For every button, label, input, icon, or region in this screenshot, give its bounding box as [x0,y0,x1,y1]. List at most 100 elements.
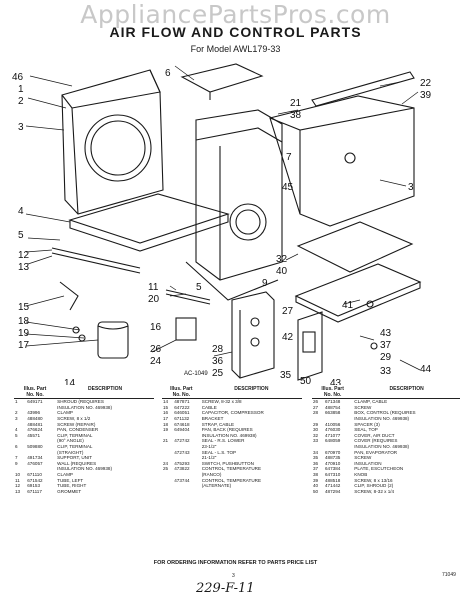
callout-2: 2 [18,96,24,107]
illus-part-cell: 5 [15,432,18,438]
description-cell: SHROUD (REQUIRES INSULATION NO. 469938) [57,399,112,410]
illus-part-cell: 1 [15,399,18,405]
control-box-part [231,291,275,379]
escutcheon-plate-part [297,311,323,381]
description-cell: CLIP, TERMINAL (90° ANGLE) [57,432,93,444]
part-number-cell: 647222 [174,404,190,410]
handwritten-note: 229-F-11 [196,581,255,596]
description-cell: SCREW (REPAIR) [57,421,96,427]
part-number-cell: 674618 [174,421,190,427]
illus-part-cell: 19 [163,427,169,433]
part-number-cell: 43996 [27,410,41,416]
illus-part-cell: 14 [163,399,169,405]
capacitor-part [97,321,129,359]
illus-part-cell: 35 [313,455,319,461]
part-number-cell: 471442 [325,483,341,489]
part-number-cell: 475293 [174,460,190,466]
illus-part-cell [162,478,173,489]
callout-46: 46 [12,72,24,83]
illus-part-cell: 34 [313,449,319,455]
description-cell: COVER, AIR DUCT [354,432,395,438]
callout-10: 9 [262,278,268,289]
callout-33: 33 [380,366,392,377]
callout-3: 3 [18,122,24,133]
document-code: 71049 [442,572,456,578]
callout-20: 20 [148,294,160,305]
callout-27: 26 [150,344,162,355]
part-number-cell: 476057 [27,460,43,466]
description-cell: SPACER (3) [354,421,380,427]
evaporator-pan-part [294,263,422,323]
page-number: 3 [232,573,235,579]
part-number-cell: 472743 [174,449,190,455]
description-cell: PLATE, ESCUTCHEON [354,466,404,472]
callout-11: 11 [148,282,159,293]
illus-part-cell: 40 [313,483,319,489]
description-cell: SCREW [354,404,372,410]
illus-part-cell: 27 [313,404,319,410]
table-row: 16 646051 CAPACITOR, COMPRESSOR [162,410,302,416]
description-cell: CAPACITOR, COMPRESSOR [201,410,264,416]
part-number-cell: 646051 [174,410,190,416]
callout-37: 38 [290,110,302,121]
callout-12: 12 [18,250,30,261]
callout-4: 4 [18,206,24,217]
callout-36: 37 [380,340,392,351]
illus-part-cell [162,450,173,461]
description-cell: WALL (REQUIRES INSULATION NO. 469938) [57,460,112,472]
diagram-code: AC-1049 [184,371,208,377]
illus-part-cell: 10 [15,471,21,477]
illus-part-cell: 16 [163,410,169,416]
part-number-cell: 671110 [27,471,42,477]
part-number-cell: 671542 [27,477,43,483]
illus-part-cell: 11 [15,477,20,483]
description-cell: PAN, CONDENSER [57,427,99,433]
callout-34: 35 [280,370,292,381]
page-title: AIR FLOW AND CONTROL PARTS [109,24,362,40]
illus-part-cell: 12 [15,483,21,489]
part-number-cell: 488754 [325,404,341,410]
table-row: 5 45571 CLIP, TERMINAL (90° ANGLE) [14,433,154,444]
callout-17: 17 [18,340,30,351]
table-header-row: Illus. Part No. No. DESCRIPTION [312,386,460,400]
description-cell: GROMMET [57,488,82,494]
callout-29: 28 [212,344,224,355]
model-subtitle: For Model AWL179-33 [190,44,281,54]
description-cell: SCREW, 8-32 x 3/8 [201,399,242,405]
callout-7: 6 [165,68,171,79]
description-cell: COVER (REQUIRES INSULATION NO. 469938) [354,438,410,449]
callout-14: 14 [64,378,76,385]
part-number-cell: 491734 [27,455,43,461]
description-cell: CONTROL, TEMPERATURE (ALTERNATE) [201,477,262,489]
part-number-cell: 647384 [325,466,341,472]
illus-part-cell: 7 [15,455,18,461]
watermark: AppliancePartsPros.com [80,0,391,29]
illus-part-cell: 15 [163,404,169,410]
part-number-cell: 45571 [27,432,41,438]
part-number-cell: 671132 [174,415,190,421]
illus-part-cell: 50 [313,488,319,494]
illus-part-cell: 24 [163,460,169,466]
callout-18: 18 [18,316,30,327]
part-number-cell: 487294 [325,488,341,494]
illus-part-cell: 13 [15,488,21,494]
description-cell: CONTROL, TEMPERATURE (RANCO) [201,466,262,477]
callout-13: 13 [18,262,30,273]
shroud-part [61,69,164,215]
callout-labels: 46 1 2 3 4 5 6 12 13 15 18 19 17 11 20 2… [12,68,432,385]
